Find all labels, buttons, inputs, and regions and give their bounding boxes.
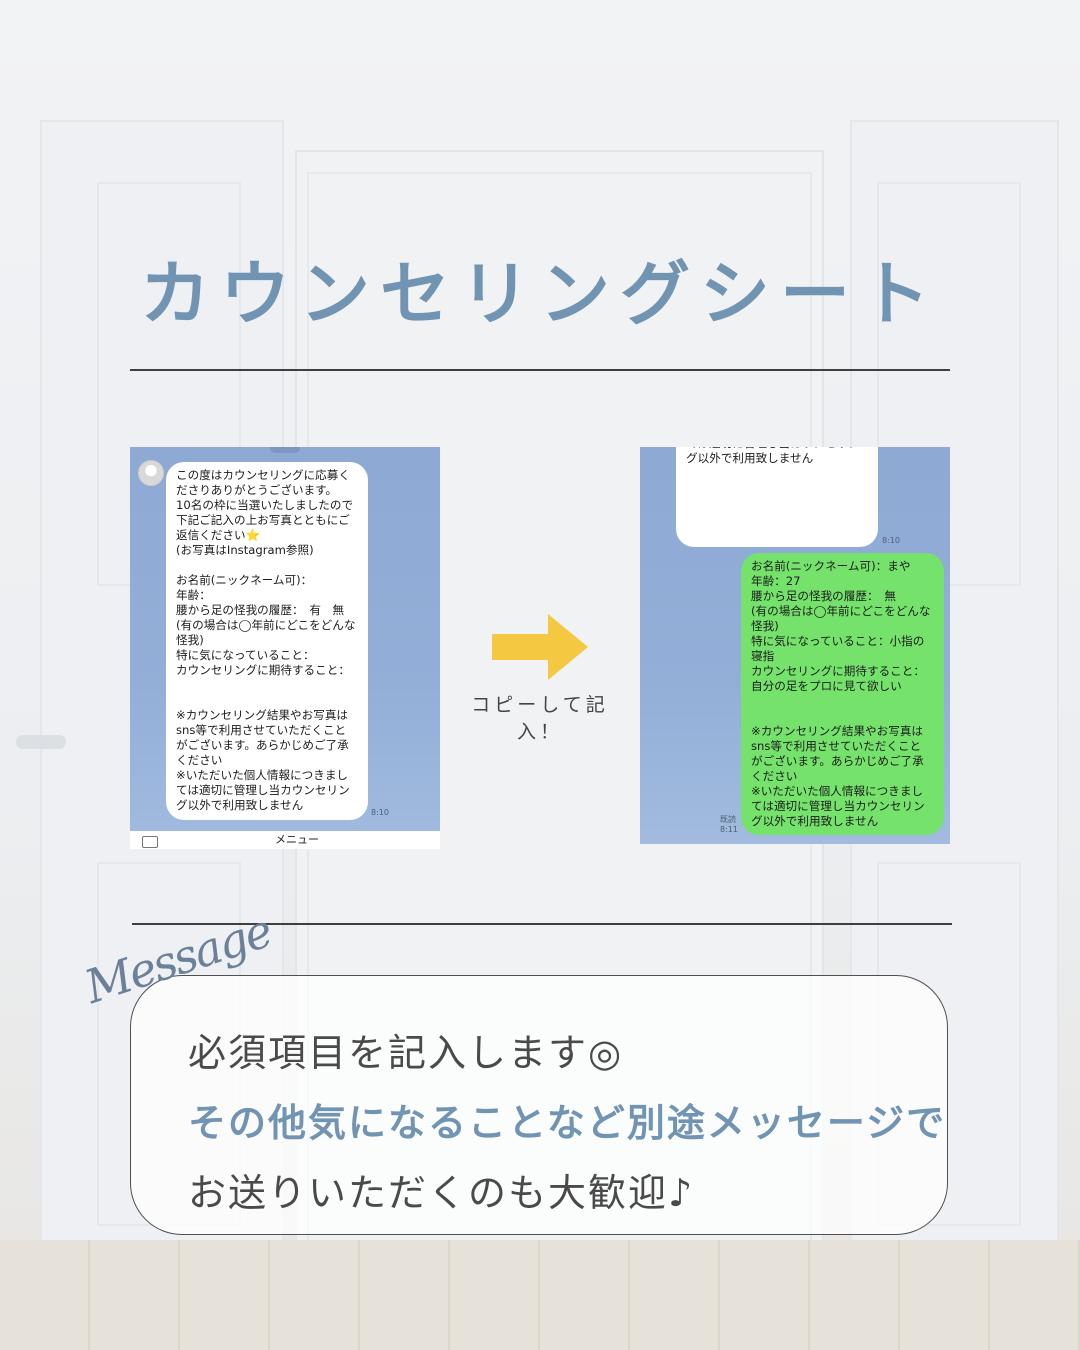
received-message-bubble: ※カウンセリング結果やお写真は sns等で利用させていただくこと がございます。… [676, 447, 878, 547]
top-divider [130, 369, 950, 371]
message-time: 8:10 [371, 808, 389, 817]
wood-floor [0, 1240, 1080, 1350]
menu-label[interactable]: メニュー [275, 833, 319, 846]
message-line-1: 必須項目を記入します◎ [188, 1031, 624, 1075]
bottom-divider [132, 923, 952, 925]
avatar [138, 460, 164, 486]
counseling-request-bubble: この度はカウンセリングに応募く ださりありがとうございます。 10名の枠に当選い… [166, 462, 368, 820]
arrow-caption: コピーして記入！ [471, 694, 609, 743]
message-line-2: その他気になることなど別途メッセージで [188, 1101, 947, 1145]
chat-menu-bar[interactable]: メニュー [130, 831, 440, 849]
chat-screenshot-after: ※カウンセリング結果やお写真は sns等で利用させていただくこと がございます。… [640, 447, 950, 844]
read-label: 既読 [720, 815, 736, 824]
right-arrow-icon [492, 614, 588, 680]
message-time: 8:10 [882, 536, 900, 545]
reply-message-bubble: お名前(ニックネーム可)：まや 年齢：27 腰から足の怪我の履歴： 無 (有の場… [741, 553, 944, 835]
chat-screenshot-before: この度はカウンセリングに応募く ださりありがとうございます。 10名の枠に当選い… [130, 447, 440, 849]
door-knob [16, 735, 66, 749]
reply-time: 8:11 [720, 825, 738, 834]
message-line-3: お送りいただくのも大歓迎♪ [188, 1171, 695, 1215]
page-title: カウンセリングシート [140, 252, 940, 335]
menu-grid-icon[interactable] [142, 836, 158, 848]
message-card [130, 975, 948, 1235]
